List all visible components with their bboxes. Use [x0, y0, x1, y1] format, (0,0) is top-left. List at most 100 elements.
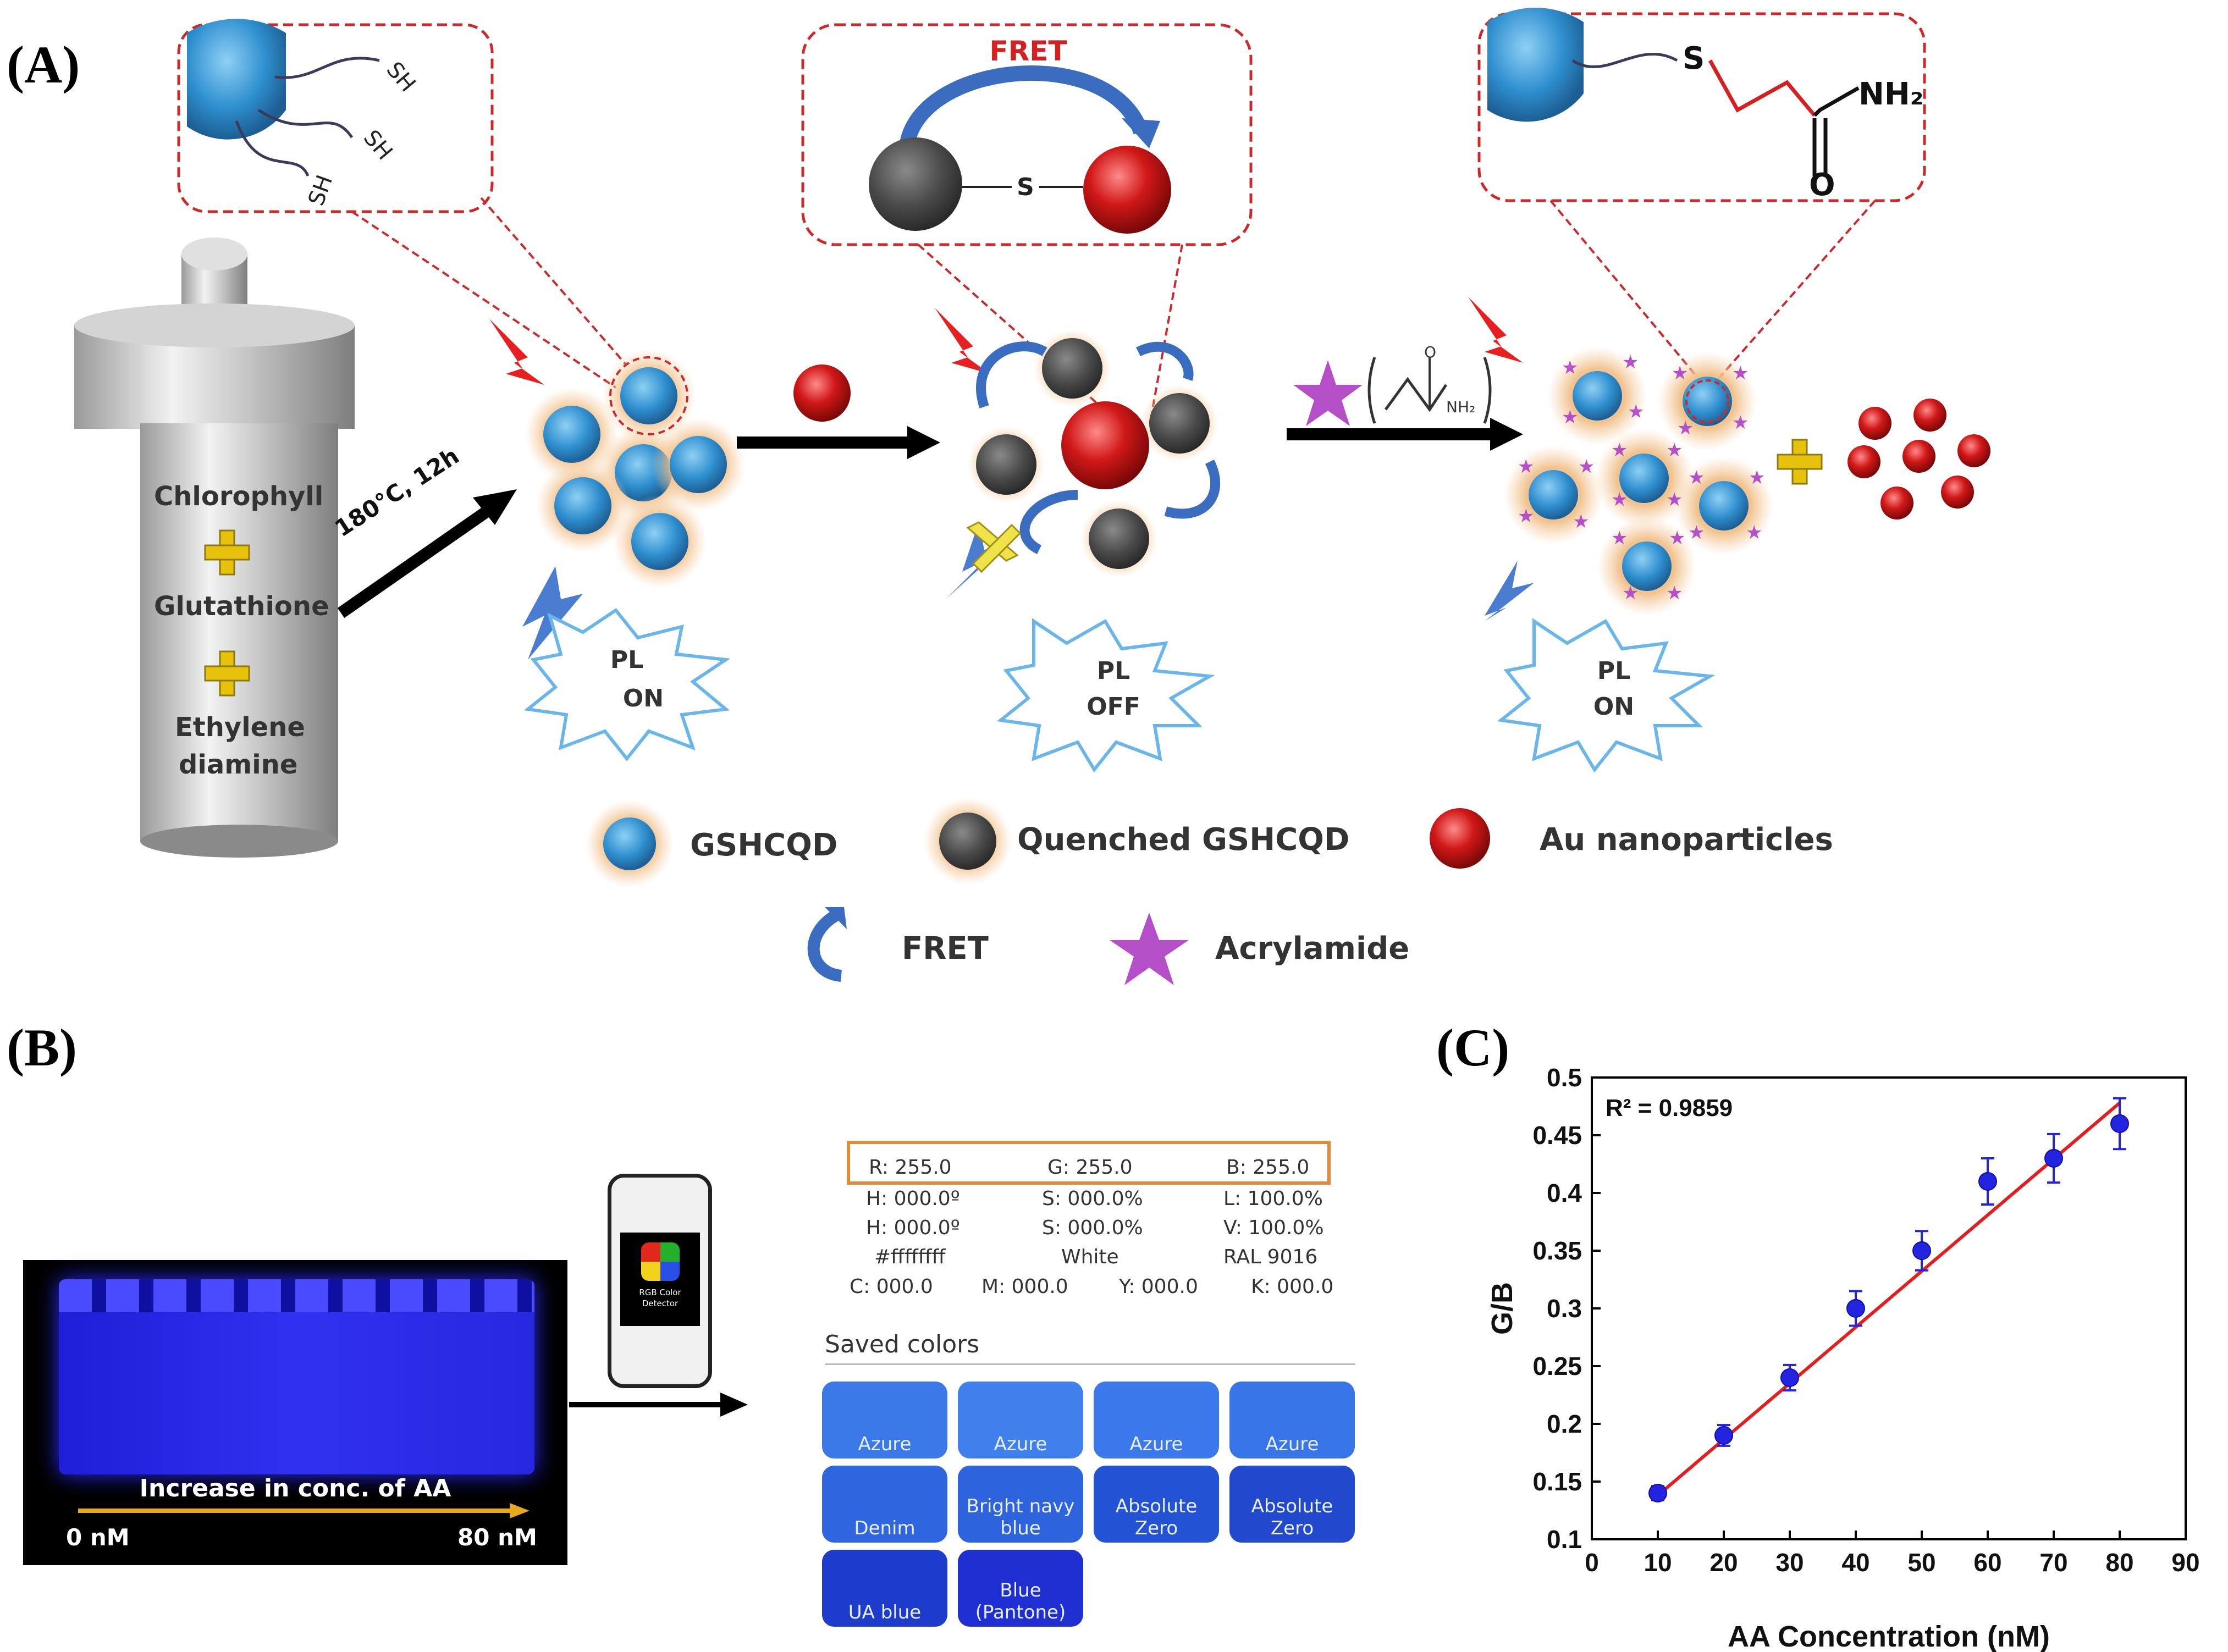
data-point: [1780, 1368, 1799, 1387]
y-tick-label: 0.45: [1532, 1121, 1582, 1150]
legend-quenched-icon: [939, 813, 996, 870]
b-value: B: 255.0: [1226, 1156, 1310, 1179]
legend-quenched: Quenched GSHCQD: [1017, 822, 1350, 858]
arrow-to-app: [569, 1393, 748, 1417]
legend-gshcqd-icon: [603, 817, 656, 870]
fret-title: FRET: [990, 35, 1067, 67]
swatch-label: UA blue: [848, 1601, 922, 1623]
x-tick-label: 90: [2171, 1548, 2199, 1577]
data-point: [1714, 1426, 1733, 1445]
svg-text:★: ★: [1732, 412, 1749, 434]
y-tick-label: 0.2: [1547, 1410, 1582, 1438]
svg-text:★: ★: [1628, 401, 1644, 423]
g-value: G: 255.0: [1047, 1156, 1133, 1179]
swatch-label: (Pantone): [975, 1601, 1066, 1623]
svg-text:★: ★: [1677, 417, 1694, 439]
svg-text:★: ★: [1562, 357, 1578, 379]
sh-label: SH: [359, 125, 398, 165]
y-value: Y: 000.0: [1119, 1275, 1198, 1298]
h-value: H: 000.0º: [866, 1187, 960, 1210]
svg-text:★: ★: [1578, 456, 1595, 478]
vial-caption: Increase in conc. of AA: [139, 1474, 451, 1502]
app-name: Detector: [642, 1299, 679, 1308]
svg-text:★: ★: [1666, 582, 1683, 604]
swatch-label: Absolute: [1115, 1495, 1198, 1517]
l-value: L: 100.0%: [1223, 1187, 1323, 1210]
s-label: S: [1017, 173, 1034, 201]
svg-text:★: ★: [1622, 582, 1639, 604]
saved-color-swatch[interactable]: UA blue: [822, 1550, 947, 1627]
x-axis-label: AA Concentration (nM): [1728, 1620, 2050, 1652]
svg-text:★: ★: [1669, 527, 1685, 549]
svg-text:★: ★: [1672, 362, 1688, 384]
data-point: [1912, 1241, 1931, 1260]
gshcqd-cluster: [525, 349, 745, 588]
swatch-label: Azure: [858, 1433, 912, 1455]
svg-text:★: ★: [1622, 351, 1639, 373]
vial-photo: Increase in conc. of AA 0 nM 80 nM: [23, 1260, 567, 1565]
svg-text:★: ★: [1732, 362, 1749, 384]
legend-acrylamide-icon: [1110, 913, 1189, 985]
svg-text:★: ★: [1688, 467, 1705, 489]
start-concentration: 0 nM: [66, 1524, 130, 1551]
y-tick-label: 0.25: [1532, 1352, 1582, 1380]
r-squared-annotation: R² = 0.9859: [1606, 1095, 1733, 1121]
swatch-label: blue: [1000, 1517, 1041, 1539]
precursor-label: Ethylene: [175, 712, 305, 743]
saved-color-swatch[interactable]: Blue(Pantone): [958, 1550, 1083, 1627]
legend-au: Au nanoparticles: [1540, 822, 1833, 858]
swatch-label: Blue: [1000, 1579, 1041, 1601]
fit-line: [1657, 1101, 2121, 1497]
legend-acrylamide: Acrylamide: [1215, 931, 1410, 966]
precursor-label: Glutathione: [154, 591, 329, 622]
saved-color-swatch[interactable]: Azure: [822, 1382, 947, 1458]
svg-text:★: ★: [1562, 406, 1578, 428]
svg-text:★: ★: [1611, 489, 1628, 511]
x-tick-label: 80: [2105, 1548, 2133, 1577]
y-tick-label: 0.35: [1532, 1236, 1582, 1265]
concentration-arrow: [78, 1509, 512, 1513]
data-point: [1978, 1172, 1997, 1191]
o-label: O: [1809, 167, 1835, 203]
app-name: RGB Color: [639, 1288, 681, 1297]
vial-row: [59, 1279, 534, 1474]
data-point: [2044, 1149, 2063, 1168]
pl-state-bottom: OFF: [1087, 693, 1140, 721]
panel-label-a: (A): [7, 35, 80, 94]
saved-color-swatch[interactable]: Denim: [822, 1466, 947, 1543]
svg-text:★: ★: [1573, 511, 1589, 533]
pl-state-top: PL: [1097, 657, 1130, 685]
h-value: H: 000.0º: [866, 1217, 960, 1239]
swatch-label: Azure: [994, 1433, 1047, 1455]
sh-label: SH: [304, 172, 338, 209]
autoclave-icon: [74, 237, 355, 858]
y-tick-label: 0.15: [1532, 1467, 1582, 1496]
x-tick-label: 70: [2039, 1548, 2067, 1577]
x-tick-label: 20: [1709, 1548, 1738, 1577]
s-label: S: [1683, 41, 1705, 76]
plus-icon: [204, 529, 250, 697]
x-tick-label: 60: [1973, 1548, 2001, 1577]
saved-color-swatch[interactable]: Azure: [1094, 1382, 1219, 1458]
pl-state-top: PL: [1597, 657, 1630, 685]
c-value: C: 000.0: [850, 1275, 933, 1298]
quenched-cluster: [968, 330, 1220, 577]
data-point: [2110, 1114, 2129, 1133]
svg-text:★: ★: [1518, 505, 1534, 527]
svg-text:★: ★: [1688, 522, 1705, 544]
lightning-icon: [1485, 561, 1534, 621]
saved-color-swatch[interactable]: Azure: [958, 1382, 1083, 1458]
panel-label-c: (C): [1436, 1018, 1510, 1077]
s-value: S: 000.0%: [1042, 1217, 1143, 1239]
acrylamide-star-icon: [1293, 360, 1363, 426]
gshcqd-acrylamide-cluster: ★★★★ ★★★★ ★★★★ ★★★★ ★★★★ ★★★★: [1504, 346, 1773, 616]
swatch-label: Azure: [1265, 1433, 1319, 1455]
app-logo-icon: [641, 1242, 680, 1281]
plot-frame: [1591, 1076, 2187, 1540]
saved-color-swatch[interactable]: Azure: [1229, 1382, 1355, 1458]
color-name: White: [1061, 1246, 1119, 1268]
